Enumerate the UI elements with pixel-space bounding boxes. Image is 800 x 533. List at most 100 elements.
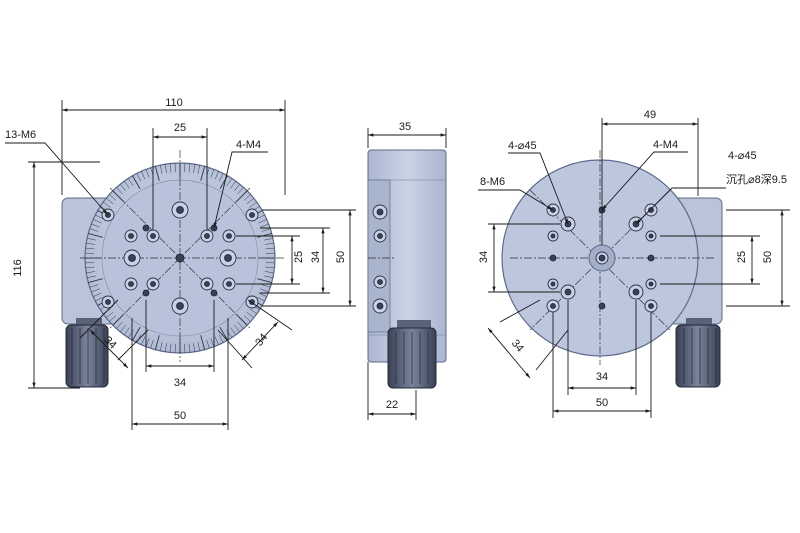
dial-tick [164,164,167,174]
callout-counterbore: 沉孔⌀8深9.5 [726,173,787,186]
front-view: 110 25 13-M6 4-M4 116 25 34 50 [5,97,356,430]
hole-m4 [210,289,218,297]
dial-tick [89,284,99,288]
dial-tick [210,169,215,178]
dial-tick [86,242,96,245]
dial-tick [160,342,163,351]
dim-right-34: 34 [310,251,322,263]
dial-tick [230,327,237,336]
dial-tick [87,275,96,278]
hole-m4 [142,224,150,232]
dial-tick [230,180,237,189]
dial-tick [264,271,274,274]
side-view: 35 22 [367,121,447,420]
dial-tick [87,238,96,241]
dim-right-50-bottom: 50 [762,251,774,263]
dial-tick [206,339,210,349]
dial-tick [89,228,99,232]
dial-tick [257,278,272,284]
dim-bottom-50: 50 [174,410,186,422]
dial-tick [226,178,232,187]
dial-tick [218,334,224,343]
dial-tick [120,184,127,192]
dial-tick [256,296,265,302]
dial-tick [233,324,240,332]
dial-tick [150,339,154,349]
dial-tick [265,247,275,250]
dim-height-116: 116 [12,259,24,277]
dial-tick [237,187,244,195]
dial-tick [249,308,258,315]
dial-tick [141,171,146,180]
dial-tick [95,296,104,302]
dial-tick [193,164,196,174]
dial-tick [95,214,104,220]
dial-tick [200,166,206,181]
callout-4-m4: 4-M4 [236,139,261,151]
dial-tick [257,232,272,238]
dim-diag-34-bottom: 34 [509,338,526,355]
hole-m6 [175,253,185,263]
hole-m4 [142,289,150,297]
callout-4-m4-bottom: 4-M4 [653,139,678,151]
dial-tick [261,228,271,232]
dial-tick [264,242,274,245]
dial-tick [160,165,163,174]
dim-depth-35: 35 [399,121,411,133]
dial-tick [193,342,196,352]
dial-tick [233,184,240,192]
dial-tick [93,219,102,224]
dial-tick [169,163,172,173]
dim-right-25: 25 [293,251,305,263]
dial-tick [260,288,269,293]
dim-bottom-50-b: 50 [596,397,608,409]
bottom-adjust-knob [675,318,721,388]
dial-tick [106,198,114,205]
dial-tick [249,201,258,208]
dial-tick [265,266,275,269]
dial-tick [91,223,100,228]
dial-tick [116,187,123,195]
dial-tick [260,223,269,228]
dial-tick [145,338,150,347]
dial-tick [258,292,267,297]
dial-tick [88,278,103,284]
dial-tick [246,198,254,205]
dial-tick [200,335,206,350]
dial-tick [132,327,141,341]
dial-tick [214,171,219,180]
dim-width-110: 110 [165,97,183,109]
bottom-holes [546,203,658,313]
dial-tick [109,315,117,322]
dial-tick [246,311,254,318]
dim-bottom-34: 34 [174,377,186,389]
dim-left-34: 34 [478,251,490,263]
dial-tick [106,311,114,318]
dial-tick [123,180,130,189]
dial-tick [86,271,96,274]
dial-tick [91,288,100,293]
dial-tick [154,166,160,181]
dim-bottom-34-b: 34 [596,371,608,383]
dial-tick [164,342,167,352]
callout-4-phi45-right: 4-⌀45 [728,150,757,162]
dial-tick [88,232,103,238]
dial-tick [214,336,219,345]
dial-tick [264,238,273,241]
dial-tick [218,173,224,182]
dial-tick [210,338,215,347]
dial-tick [141,336,146,345]
dial-tick [197,165,200,174]
side-adjust-knob [387,320,437,389]
dial-tick [261,284,271,288]
dial-tick [85,247,95,250]
dim-pitch-25: 25 [174,122,186,134]
callout-13-m6: 13-M6 [5,129,36,141]
dial-tick [128,178,134,187]
dial-tick [188,343,191,353]
dial-tick [85,266,95,269]
dial-tick [102,201,111,208]
dim-depth-22: 22 [386,399,398,411]
dial-tick [243,315,251,322]
